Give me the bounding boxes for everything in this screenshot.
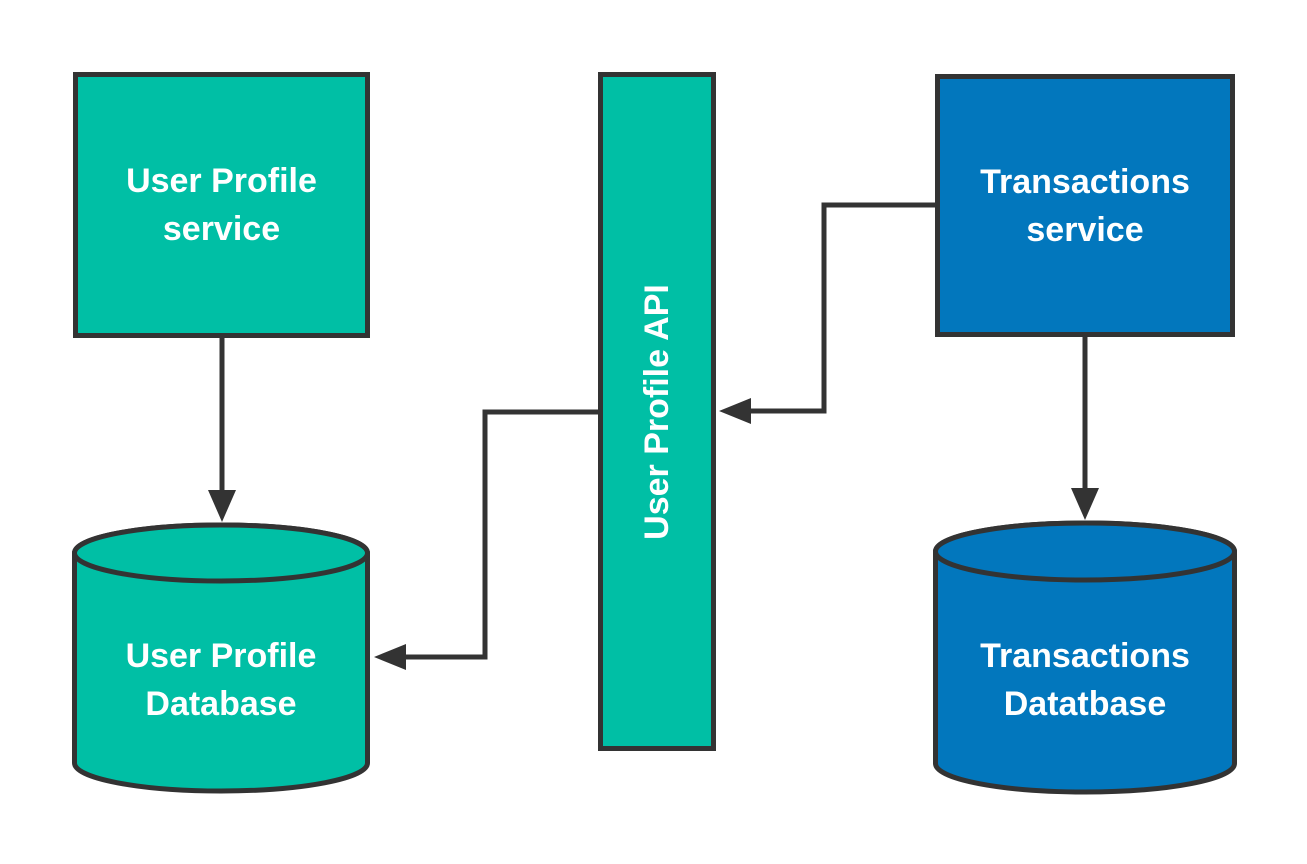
database-cylinder-icon: [933, 520, 1237, 795]
edge-user-profile-service-to-user-profile-database: [208, 338, 236, 522]
cylinder-top-rim: [72, 522, 370, 584]
node-label-line2: service: [162, 210, 281, 248]
node-label-line2: Datatbase: [1003, 684, 1167, 723]
node-label-line2: service: [1026, 210, 1144, 249]
edge-line: [405, 409, 598, 660]
node-label-rotated: User Profile API: [638, 283, 676, 540]
node-label-line1: Transactions: [980, 162, 1190, 201]
arrowhead-left-icon: [719, 398, 751, 424]
node-transactions-service: Transactions service: [935, 74, 1235, 337]
node-label: User Profile service: [126, 157, 317, 253]
node-label-line1: Transactions: [980, 636, 1190, 675]
database-cylinder-icon: [72, 522, 370, 794]
node-label-line1: User Profile: [126, 162, 317, 200]
edge-transactions-service-to-transactions-database: [1071, 337, 1099, 520]
arrowhead-left-icon: [374, 644, 406, 670]
node-label-line2: Database: [145, 685, 297, 723]
edge-line: [750, 202, 935, 414]
node-user-profile-database: User Profile Database: [72, 522, 370, 794]
arrowhead-down-icon: [208, 490, 236, 522]
arrowhead-down-icon: [1071, 488, 1099, 520]
edge-transactions-service-to-user-profile-api: [719, 202, 935, 424]
node-label: Transactions service: [980, 158, 1190, 254]
node-user-profile-service: User Profile service: [73, 72, 370, 338]
node-user-profile-api: User Profile API: [598, 72, 716, 751]
node-transactions-database: Transactions Datatbase: [933, 520, 1237, 795]
node-label-line1: User Profile: [125, 637, 317, 675]
node-label: User Profile Database: [72, 522, 370, 794]
cylinder-top-rim: [933, 520, 1237, 583]
edge-user-profile-api-to-user-profile-database: [374, 409, 598, 670]
node-label: Transactions Datatbase: [933, 520, 1237, 795]
